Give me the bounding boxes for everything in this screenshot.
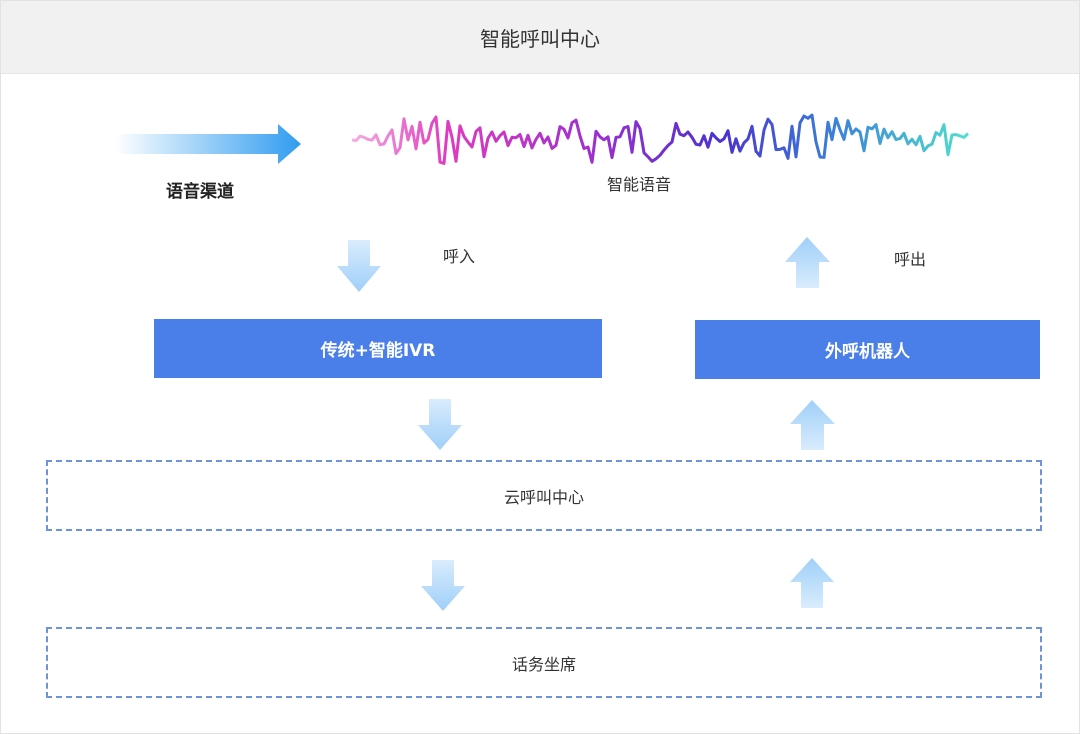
ivr-down-arrow-icon (418, 399, 462, 450)
robot-up-arrow-icon (790, 400, 835, 450)
cloud-up-arrow-icon (790, 558, 834, 608)
outbound-robot-label: 外呼机器人 (825, 342, 910, 362)
agent-seats-label: 话务坐席 (511, 654, 576, 674)
ivr-box-label: 传统+智能IVR (320, 341, 436, 361)
voice-channel-arrow-icon (115, 124, 301, 164)
cloud-call-center-label: 云呼叫中心 (503, 487, 584, 507)
page-title: 智能呼叫中心 (480, 26, 600, 51)
agent-seats-box: 话务坐席 (46, 627, 1042, 698)
voice-waveform (351, 113, 970, 165)
outbound-label: 呼出 (894, 250, 927, 269)
cloud-down-arrow-icon (421, 560, 465, 611)
inbound-label: 呼入 (443, 247, 476, 266)
header: 智能呼叫中心 (1, 1, 1079, 74)
outbound-robot-box: 外呼机器人 (695, 320, 1040, 379)
inbound-down-arrow-icon (337, 240, 381, 292)
cloud-call-center-box: 云呼叫中心 (46, 460, 1042, 531)
outbound-up-arrow-icon (785, 237, 830, 288)
smart-voice-label: 智能语音 (607, 175, 672, 194)
ivr-box: 传统+智能IVR (154, 319, 602, 378)
voice-channel-label: 语音渠道 (166, 182, 234, 202)
